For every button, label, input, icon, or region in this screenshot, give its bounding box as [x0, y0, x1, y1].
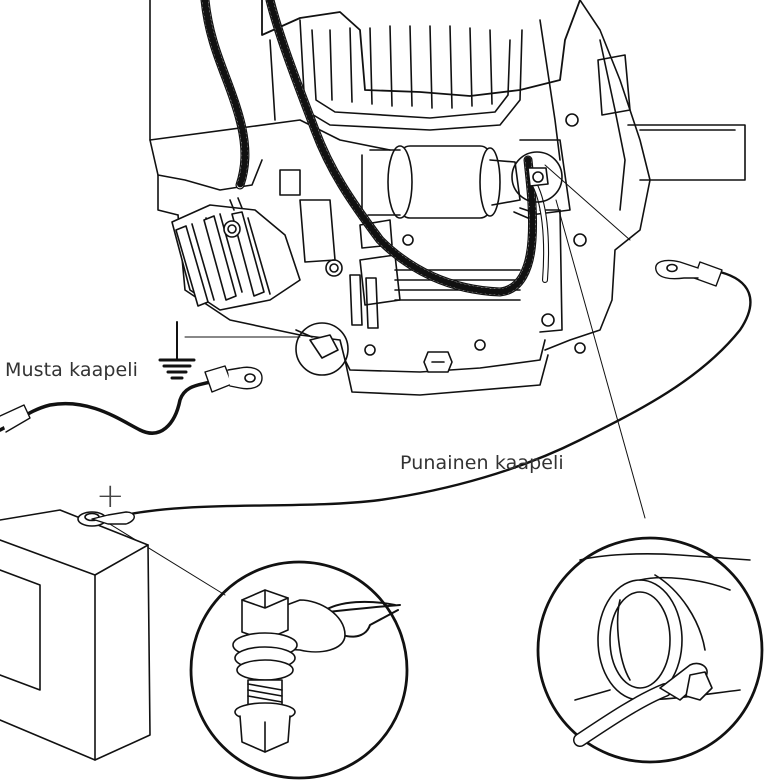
ground-symbol-icon — [158, 321, 196, 380]
red-cable-label: Punainen kaapeli — [400, 452, 564, 474]
positive-terminal-label: + — [96, 476, 125, 516]
black-cable-label: Musta kaapeli — [5, 359, 139, 381]
black-cable — [0, 365, 263, 435]
engine-illustration — [149, 0, 746, 396]
detail-starter-terminal — [536, 536, 764, 764]
regulator-illustration — [171, 197, 301, 311]
leader-lines — [99, 164, 646, 596]
wiring-harness — [200, 0, 550, 297]
detail-battery-terminal — [189, 560, 409, 780]
ground-connection-highlight — [295, 322, 349, 376]
red-cable — [123, 259, 752, 517]
starter-connection-highlight — [511, 151, 563, 219]
battery-illustration — [0, 509, 151, 761]
